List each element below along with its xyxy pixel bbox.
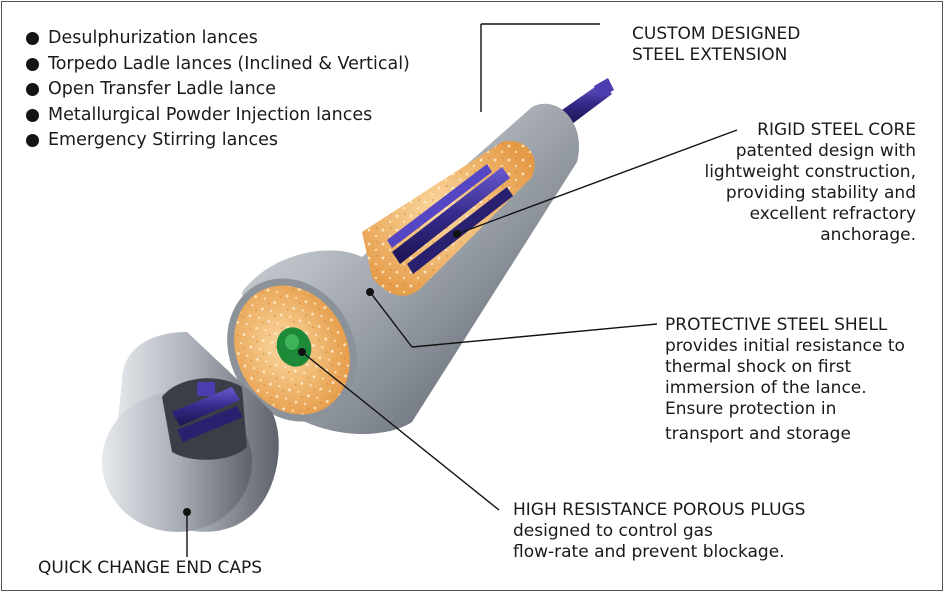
- bullet-item: Emergency Stirring lances: [26, 128, 410, 154]
- bullet-dot-icon: [26, 83, 39, 97]
- callout-caps: QUICK CHANGE END CAPS: [38, 558, 263, 578]
- leader-dots: [183, 230, 461, 516]
- end-cap: [102, 332, 279, 532]
- leader-lines: [186, 23, 738, 557]
- callout-plugs: HIGH RESISTANCE POROUS PLUGS designed to…: [513, 500, 806, 562]
- callout-core: RIGID STEEL CORE patented design with li…: [704, 120, 916, 245]
- bullet-list: Desulphurization lances Torpedo Ladle la…: [26, 26, 410, 154]
- leader-core: [456, 129, 738, 235]
- leader-shell-b: [411, 323, 658, 348]
- lance-face: [227, 278, 357, 422]
- bullet-dot-icon: [26, 57, 39, 71]
- bullet-item: Metallurgical Powder Injection lances: [26, 103, 410, 129]
- bullet-item: Desulphurization lances: [26, 26, 410, 52]
- bullet-item: Torpedo Ladle lances (Inclined & Vertica…: [26, 52, 410, 78]
- leader-plugs: [301, 351, 500, 511]
- bullet-dot-icon: [26, 134, 39, 148]
- steel-extension: [562, 78, 614, 124]
- bullet-dot-icon: [26, 108, 39, 122]
- callout-extension: CUSTOM DESIGNED STEEL EXTENSION: [632, 24, 801, 65]
- bullet-item: Open Transfer Ladle lance: [26, 77, 410, 103]
- callout-shell: PROTECTIVE STEEL SHELL provides initial …: [665, 315, 905, 444]
- bullet-dot-icon: [26, 32, 39, 46]
- leader-shell-a: [369, 291, 413, 348]
